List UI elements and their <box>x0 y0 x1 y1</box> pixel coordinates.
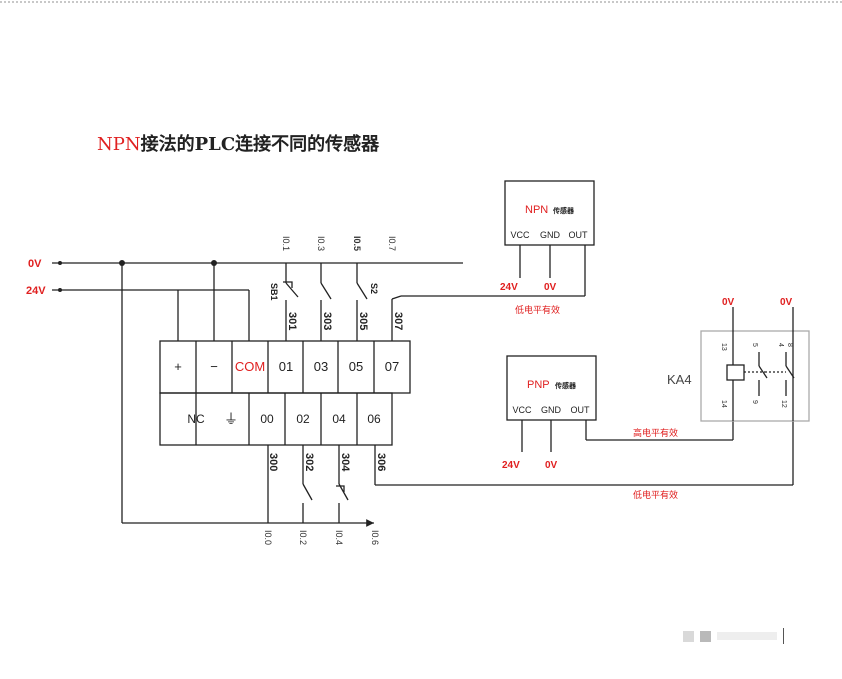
pnp-note: 高电平有效 <box>633 427 678 438</box>
address-i06: I0.6 <box>370 530 380 545</box>
wire-301: 301 <box>286 312 298 330</box>
wire-306: 306 <box>375 453 387 471</box>
terminal-03: 03 <box>314 359 328 374</box>
relay-coil <box>726 364 745 381</box>
terminal-05: 05 <box>349 359 363 374</box>
npn-ground-label: 0V <box>544 282 557 293</box>
npn-pin-vcc: VCC <box>510 230 530 240</box>
relay-pin-13: 13 <box>720 343 727 351</box>
relay-pin-12: 12 <box>780 400 787 408</box>
wire-305: 305 <box>357 312 369 330</box>
terminal-minus: − <box>210 359 218 374</box>
switch-label-s2: S2 <box>369 283 379 294</box>
page-title: NPN接法的PLC连接不同的传感器 <box>97 130 379 156</box>
address-i03: I0.3 <box>316 236 326 251</box>
npn-pin-gnd: GND <box>540 230 561 240</box>
relay-pin-14: 14 <box>720 400 727 408</box>
npn-sensor-type: 传感器 <box>552 206 575 215</box>
relay-note: 低电平有效 <box>633 489 678 500</box>
watermark-divider <box>783 628 784 644</box>
address-i00: I0.0 <box>263 530 273 545</box>
watermark-square-dark <box>700 630 711 642</box>
relay-pin-8: 8 <box>786 343 793 347</box>
pnp-supply-label: 24V <box>502 460 520 471</box>
npn-pin-out: OUT <box>569 230 589 240</box>
wire-302: 302 <box>303 453 315 471</box>
terminal-01: 01 <box>279 359 293 374</box>
terminal-com: COM <box>235 359 265 374</box>
wire-307: 307 <box>392 312 404 330</box>
title-text: 接法的PLC连接不同的传感器 <box>140 134 380 155</box>
v24-label: 24V <box>26 285 46 297</box>
npn-note: 低电平有效 <box>515 304 560 315</box>
relay-top-label-right: 0V <box>780 297 793 308</box>
pnp-pin-gnd: GND <box>541 405 562 415</box>
pnp-pin-out: OUT <box>571 405 591 415</box>
terminal-nc: NC <box>187 412 205 426</box>
terminal-04: 04 <box>332 412 346 426</box>
switch-sb1 <box>285 282 299 298</box>
relay-pin-4: 4 <box>777 343 784 347</box>
address-i04: I0.4 <box>334 530 344 545</box>
terminal-00: 00 <box>260 412 274 426</box>
relay-pin-5: 5 <box>751 343 758 347</box>
wire-303: 303 <box>321 312 333 330</box>
npn-supply-label: 24V <box>500 282 518 293</box>
address-i07: I0.7 <box>387 236 397 251</box>
relay-pin-9: 9 <box>751 400 758 404</box>
terminal-07: 07 <box>385 359 399 374</box>
watermark-square-light <box>683 630 694 642</box>
switch-s2 <box>356 282 368 300</box>
relay-top-label-left: 0V <box>722 297 735 308</box>
npn-sensor-name: NPN <box>525 204 548 216</box>
terminal-plus: + <box>174 359 182 374</box>
pnp-sensor-name: PNP <box>527 379 550 391</box>
watermark-text-blur <box>717 632 777 640</box>
address-i02: I0.2 <box>298 530 308 545</box>
zero-v-label: 0V <box>28 258 42 270</box>
title-npn-prefix: NPN <box>97 134 141 155</box>
pnp-ground-label: 0V <box>545 460 558 471</box>
wire-300: 300 <box>267 453 279 471</box>
watermark <box>683 628 784 644</box>
terminal-ground: ⏚ <box>224 411 238 427</box>
top-dotted-border <box>0 1 842 3</box>
switch-i03 <box>320 282 332 300</box>
address-i05: I0.5 <box>352 236 362 251</box>
address-i01: I0.1 <box>281 236 291 251</box>
pnp-pin-vcc: VCC <box>512 405 532 415</box>
relay-name: KA4 <box>667 372 692 387</box>
terminal-02: 02 <box>296 412 310 426</box>
relay-ka4-box <box>700 330 810 422</box>
switch-i02 <box>302 483 313 501</box>
terminal-06: 06 <box>367 412 381 426</box>
wire-304: 304 <box>339 453 351 472</box>
switch-label-sb1: SB1 <box>269 283 279 301</box>
pnp-sensor-type: 传感器 <box>554 381 577 390</box>
